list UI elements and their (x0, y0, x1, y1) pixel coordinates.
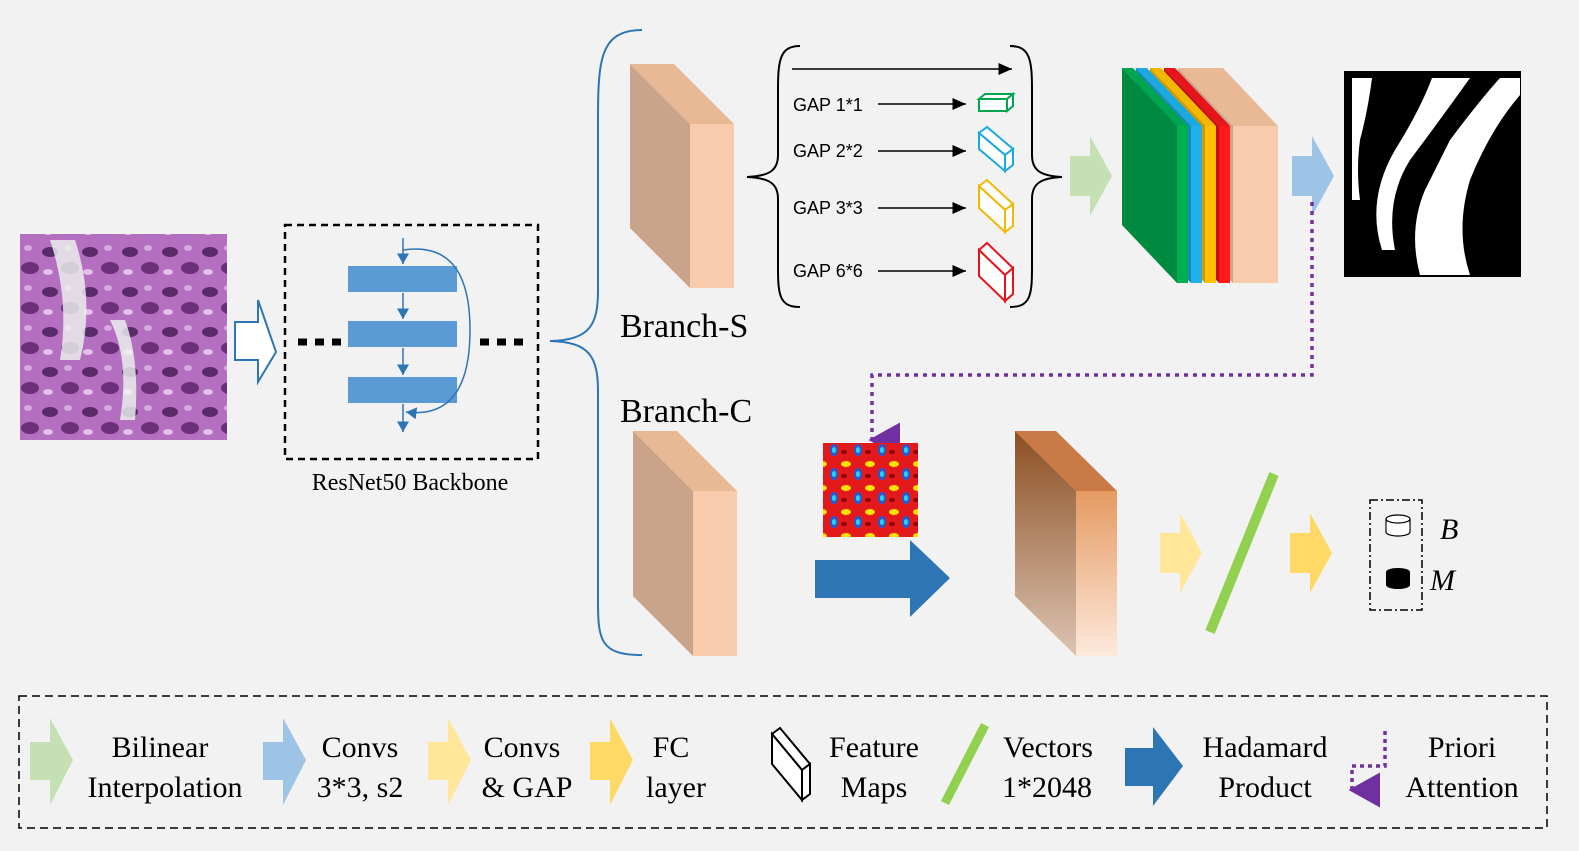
legend-vectors-line2: 1*2048 (1002, 771, 1092, 804)
histology-image (20, 234, 227, 440)
legend-bilinear-line2: Interpolation (88, 771, 243, 804)
gap-6-label: GAP 6*6 (793, 261, 863, 281)
legend-fc-icon (590, 718, 633, 805)
legend-hadamard-line1: Hadamard (1203, 731, 1328, 764)
gap-3-label: GAP 3*3 (793, 198, 863, 218)
legend-convs-s2-icon (263, 718, 306, 805)
legend-fc-line2: layer (646, 771, 706, 804)
bilinear-arrow-icon (1070, 136, 1112, 216)
backbone-caption: ResNet50 Backbone (312, 470, 509, 496)
malignant-label: M (1429, 564, 1457, 597)
legend-convs-gap-line1: Convs (484, 731, 561, 764)
attention-heatmap-image (823, 443, 918, 537)
branch-c-label: Branch-C (620, 393, 752, 430)
weighted-feature-map (1015, 431, 1117, 656)
legend-feature-maps-line1: Feature (829, 731, 919, 764)
gap-1-label: GAP 1*1 (793, 95, 863, 115)
malignant-cylinder-icon (1386, 568, 1410, 589)
class-output-box (1369, 499, 1423, 611)
legend: Bilinear Interpolation Convs 3*3, s2 Con… (18, 695, 1548, 829)
gap-3-pooled-box-icon (977, 178, 1015, 235)
gap-6-pooled-box-icon (977, 241, 1015, 304)
residual-block-3 (348, 377, 457, 403)
gap-right-brace (1009, 45, 1063, 308)
gap-2-label: GAP 2*2 (793, 141, 863, 161)
residual-block-2 (348, 321, 457, 347)
branch-s-feature-map (630, 64, 734, 288)
convs-s2-arrow-icon (1292, 136, 1334, 216)
gap-1-pooled-box-icon (976, 91, 1016, 114)
segmentation-mask-image (1344, 71, 1521, 277)
legend-hadamard-icon (1125, 727, 1183, 806)
legend-priori-line1: Priori (1428, 731, 1496, 764)
hadamard-arrow-icon (815, 540, 950, 617)
resnet50-backbone (283, 223, 540, 461)
legend-priori-icon (1348, 731, 1387, 808)
input-arrow-icon (234, 299, 278, 386)
fc-arrow-icon (1290, 513, 1332, 593)
branch-c-feature-map (633, 431, 737, 656)
gap-left-brace (746, 45, 801, 308)
gap-2-pooled-box-icon (977, 125, 1015, 174)
residual-block-1 (348, 266, 457, 292)
legend-vectors-line1: Vectors (1003, 731, 1093, 764)
legend-bilinear-icon (30, 718, 73, 805)
legend-convs-gap-icon (428, 718, 471, 805)
branch-split-bracket (549, 29, 643, 656)
legend-bilinear-line1: Bilinear (112, 731, 209, 764)
benign-label: B (1440, 513, 1458, 546)
legend-fc-line1: FC (653, 731, 690, 764)
legend-feature-maps-line2: Maps (841, 771, 908, 804)
legend-convs-s2-line1: Convs (322, 731, 399, 764)
convs-gap-arrow-icon (1160, 513, 1202, 593)
legend-convs-gap-line2: & GAP (482, 771, 573, 804)
legend-priori-line2: Attention (1405, 771, 1518, 804)
legend-hadamard-line2: Product (1218, 771, 1312, 804)
benign-cylinder-icon (1385, 514, 1411, 537)
feature-vector (1205, 472, 1279, 634)
legend-feature-map-icon (770, 726, 812, 803)
legend-vector-icon (940, 722, 990, 806)
concatenated-feature-stack (1122, 68, 1278, 283)
legend-convs-s2-line2: 3*3, s2 (317, 771, 404, 804)
branch-s-label: Branch-S (620, 308, 748, 345)
